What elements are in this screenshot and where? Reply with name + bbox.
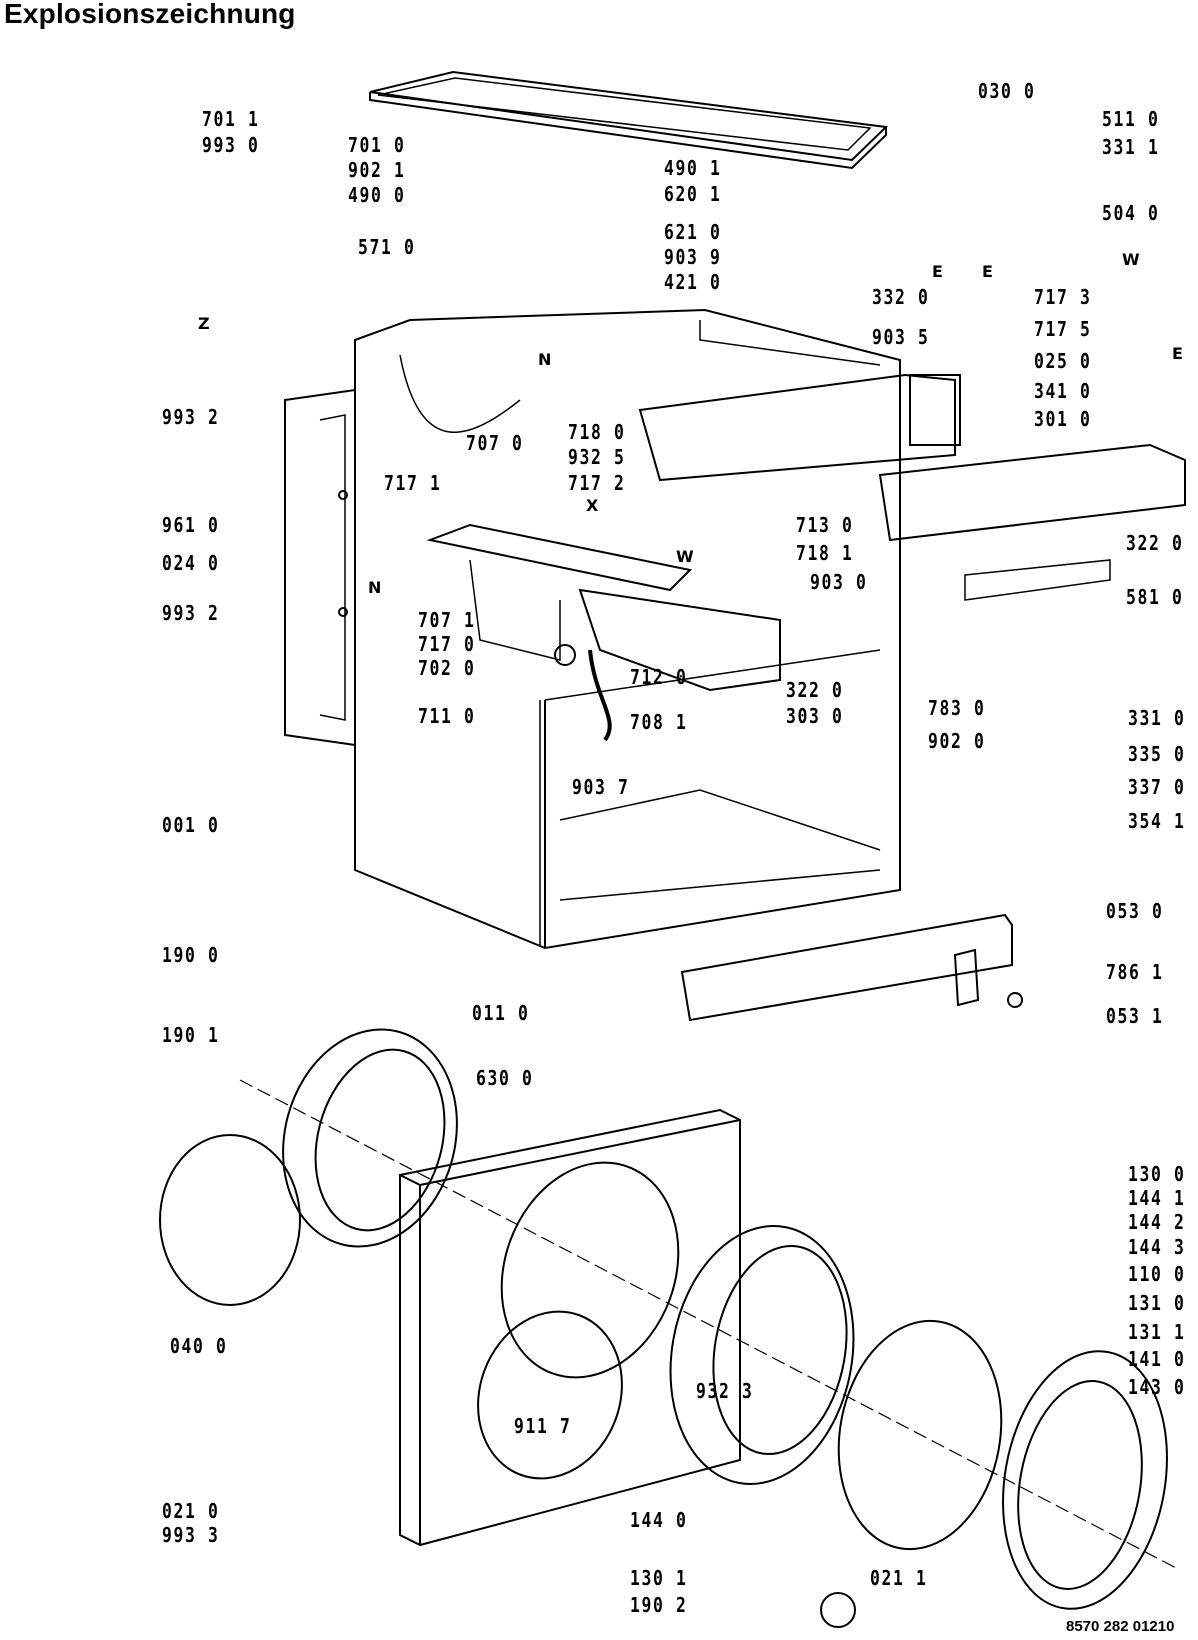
dispenser-assembly [426,523,781,742]
part-label: 011 0 [472,1001,530,1025]
part-label: 053 0 [1106,899,1164,923]
part-label: 993 2 [162,601,220,625]
part-label: 190 1 [162,1023,220,1047]
part-label: 322 0 [786,678,844,702]
front-panel [399,1108,741,1547]
part-label: 511 0 [1102,107,1160,131]
top-cover [369,70,889,170]
part-label: 130 1 [630,1566,688,1590]
kick-plate [680,913,1023,1022]
part-label: 911 7 [514,1414,572,1438]
reference-letter: E [1172,344,1183,363]
part-label: 717 3 [1034,285,1092,309]
part-label: 902 1 [348,158,406,182]
part-label: 024 0 [162,551,220,575]
part-label: 001 0 [162,813,220,837]
part-label: 717 0 [418,632,476,656]
part-label: 030 0 [978,79,1036,103]
part-label: 708 1 [630,710,688,734]
part-label: 354 1 [1128,809,1186,833]
part-label: 131 1 [1128,1320,1186,1344]
part-label: 717 2 [568,471,626,495]
door-ring-left [159,1028,458,1306]
part-label: 786 1 [1106,960,1164,984]
part-label: 620 1 [664,182,722,206]
part-label: 701 1 [202,107,260,131]
part-label: 130 0 [1128,1162,1186,1186]
part-label: 141 0 [1128,1347,1186,1371]
reference-letter: W [676,547,694,566]
part-label: 783 0 [928,696,986,720]
page-title: Explosionszeichnung [4,0,296,29]
part-label: 707 1 [418,608,476,632]
part-label: 717 5 [1034,317,1092,341]
part-label: 144 1 [1128,1186,1186,1210]
part-label: 903 0 [810,570,868,594]
reference-letter: E [982,262,993,281]
part-label: 303 0 [786,704,844,728]
reference-letter: Z [198,314,210,333]
part-label: 504 0 [1102,201,1160,225]
part-label: 490 0 [348,183,406,207]
cabinet [354,308,901,950]
part-label: 322 0 [1126,531,1184,555]
part-label: 902 0 [928,729,986,753]
part-label: 932 3 [696,1379,754,1403]
part-label: 903 9 [664,245,722,269]
part-label: 621 0 [664,220,722,244]
part-label: 110 0 [1128,1262,1186,1286]
part-label: 701 0 [348,133,406,157]
part-label: 025 0 [1034,349,1092,373]
part-label: 341 0 [1034,379,1092,403]
part-label: 053 1 [1106,1004,1164,1028]
part-label: 021 0 [162,1499,220,1523]
part-label: 421 0 [664,270,722,294]
part-label: 335 0 [1128,742,1186,766]
part-label: 581 0 [1126,585,1184,609]
reference-letter: E [932,262,943,281]
part-label: 331 1 [1102,135,1160,159]
part-label: 903 5 [872,325,930,349]
reference-letter: N [538,350,552,369]
assembly-axis [239,1079,1181,1571]
part-label: 993 2 [162,405,220,429]
part-label: 713 0 [796,513,854,537]
part-label: 718 1 [796,541,854,565]
part-label: 711 0 [418,704,476,728]
part-label: 717 1 [384,471,442,495]
reference-letter: W [1122,250,1140,269]
part-label: 490 1 [664,156,722,180]
part-label: 932 5 [568,445,626,469]
part-label: 571 0 [358,235,416,259]
part-label: 337 0 [1128,775,1186,799]
door-frame-right [669,1225,1168,1628]
reference-letter: X [586,496,599,515]
part-label: 702 0 [418,656,476,680]
part-label: 331 0 [1128,706,1186,730]
part-label: 131 0 [1128,1291,1186,1315]
part-label: 143 0 [1128,1375,1186,1399]
part-label: 144 2 [1128,1210,1186,1234]
part-label: 630 0 [476,1066,534,1090]
part-label: 190 2 [630,1593,688,1617]
part-label: 993 3 [162,1523,220,1547]
side-panel [284,388,356,747]
control-panel [638,373,1186,601]
part-label: 040 0 [170,1334,228,1358]
document-number: 8570 282 01210 [1066,1618,1175,1635]
part-label: 144 0 [630,1508,688,1532]
part-label: 144 3 [1128,1235,1186,1259]
part-label: 961 0 [162,513,220,537]
part-label: 190 0 [162,943,220,967]
part-label: 712 0 [630,665,688,689]
part-label: 993 0 [202,133,260,157]
part-label: 021 1 [870,1566,928,1590]
part-label: 718 0 [568,420,626,444]
part-label: 903 7 [572,775,630,799]
part-label: 301 0 [1034,407,1092,431]
part-label: 332 0 [872,285,930,309]
part-label: 707 0 [466,431,524,455]
reference-letter: N [368,578,382,597]
